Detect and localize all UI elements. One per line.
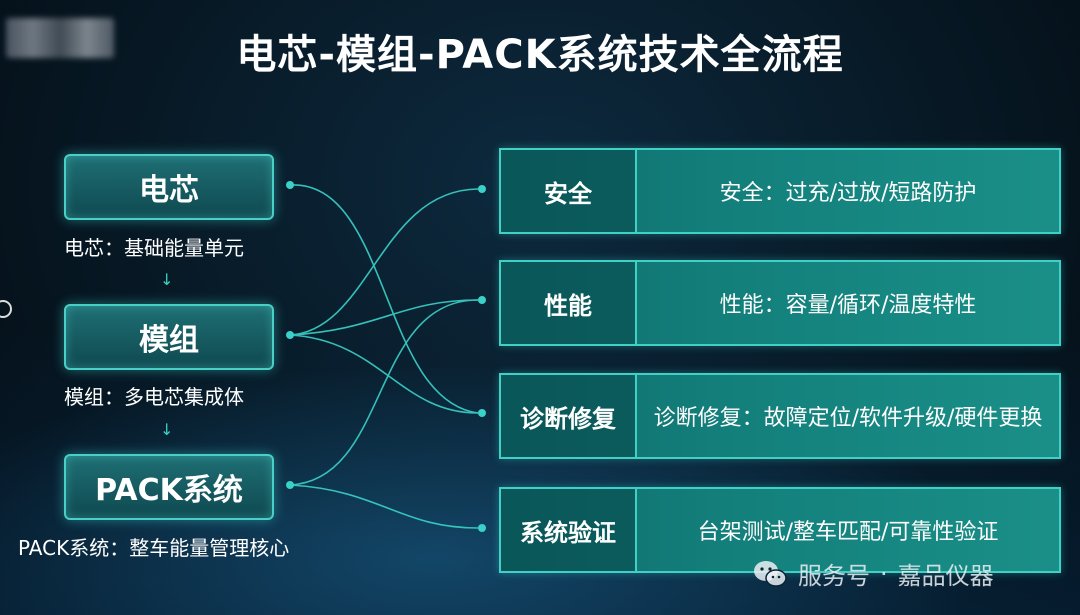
watermark-account: 服务号 [798, 562, 870, 590]
node-pack: PACK系统 [64, 454, 274, 520]
row-performance-desc: 性能：容量/循环/温度特性 [719, 293, 977, 318]
dot-diagnosis [478, 409, 486, 417]
node-module: 模组 [64, 304, 274, 370]
row-verification-desc: 台架测试/整车匹配/可靠性验证 [697, 520, 999, 545]
node-cell: 电芯 [64, 154, 274, 220]
link-pack-to-performance [289, 299, 479, 486]
row-diagnosis-label: 诊断修复 [501, 375, 637, 457]
dot-performance [478, 296, 486, 304]
watermark: 服务号 · 嘉品仪器 [752, 556, 994, 591]
row-safety: 安全 安全：过充/过放/短路防护 [499, 148, 1061, 234]
node-pack-desc: PACK系统：整车能量管理核心 [18, 536, 290, 560]
row-verification-label: 系统验证 [501, 489, 637, 571]
node-cell-desc: 电芯：基础能量单元 [64, 236, 244, 260]
dot-pack [286, 481, 294, 489]
watermark-separator: · [880, 559, 888, 588]
row-performance-label: 性能 [501, 262, 637, 344]
link-cell-to-diagnosis [289, 184, 479, 414]
link-module-to-performance [289, 299, 479, 336]
row-diagnosis-desc: 诊断修复：故障定位/软件升级/硬件更换 [653, 406, 1043, 431]
dot-module [286, 331, 294, 339]
row-safety-label: 安全 [501, 150, 637, 232]
dot-cell [286, 181, 294, 189]
dot-verification [478, 524, 486, 532]
link-pack-to-verification [289, 484, 479, 529]
dot-safety [478, 185, 486, 193]
row-diagnosis: 诊断修复 诊断修复：故障定位/软件升级/硬件更换 [499, 373, 1061, 459]
node-pack-label: PACK系统 [95, 473, 243, 508]
row-performance: 性能 性能：容量/循环/温度特性 [499, 260, 1061, 346]
page-title: 电芯-模组-PACK系统技术全流程 [236, 32, 844, 78]
down-arrow-icon: ↓ [160, 420, 174, 439]
edge-circle-icon [0, 300, 12, 318]
node-module-label: 模组 [139, 323, 199, 358]
blurred-logo [6, 18, 114, 58]
wechat-icon [754, 560, 787, 587]
watermark-name: 嘉品仪器 [897, 562, 994, 590]
node-module-desc: 模组：多电芯集成体 [64, 385, 244, 409]
row-safety-desc: 安全：过充/过放/短路防护 [719, 181, 977, 206]
link-module-to-safety [289, 188, 479, 336]
down-arrow-icon: ↓ [160, 270, 174, 289]
row-verification: 系统验证 台架测试/整车匹配/可靠性验证 [499, 487, 1061, 573]
node-cell-label: 电芯 [139, 173, 199, 208]
